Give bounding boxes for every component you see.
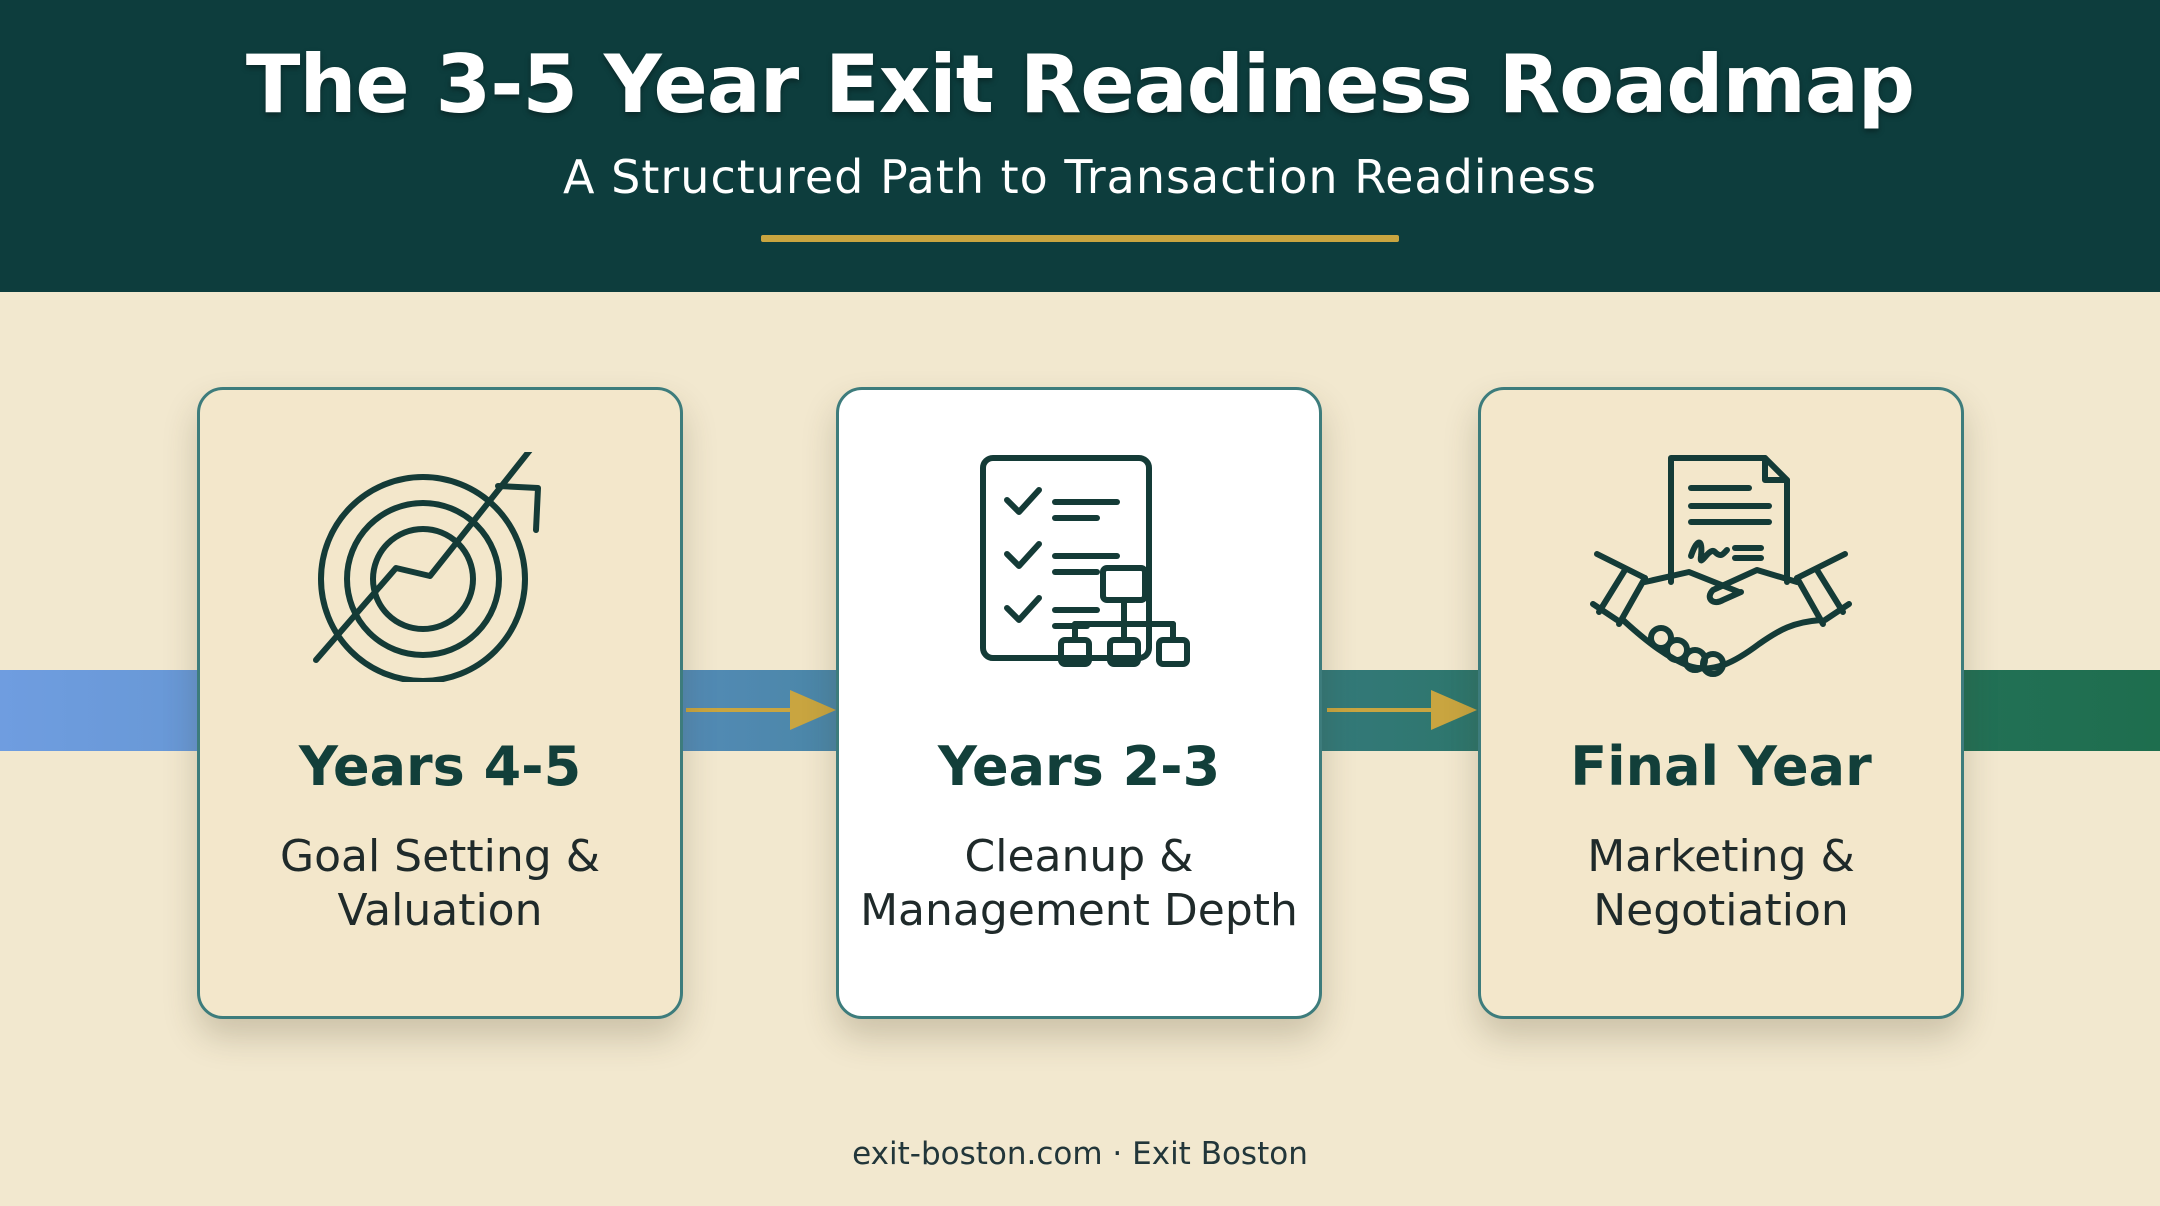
stage-description: Marketing & Negotiation xyxy=(1491,830,1951,938)
handshake-contract-icon xyxy=(1589,452,1853,682)
page-subtitle: A Structured Path to Transaction Readine… xyxy=(563,150,1597,204)
stage-title: Years 2-3 xyxy=(937,735,1221,798)
stage-description-line: Cleanup & xyxy=(964,831,1194,882)
header-divider xyxy=(761,235,1399,242)
stage-description: Cleanup & Management Depth xyxy=(849,830,1309,938)
stage-card-years-4-5: Years 4-5 Goal Setting & Valuation xyxy=(197,387,683,1019)
stage-description-line: Negotiation xyxy=(1593,885,1849,936)
stage-description: Goal Setting & Valuation xyxy=(210,830,670,938)
stage-card-final-year: Final Year Marketing & Negotiation xyxy=(1478,387,1964,1019)
stage-description-line: Goal Setting & xyxy=(279,831,601,882)
header-banner: The 3-5 Year Exit Readiness Roadmap A St… xyxy=(0,0,2160,292)
stage-description-line: Marketing & xyxy=(1587,831,1855,882)
stage-card-years-2-3: Years 2-3 Cleanup & Management Depth xyxy=(836,387,1322,1019)
target-growth-icon xyxy=(308,437,572,684)
stage-title: Years 4-5 xyxy=(298,735,582,798)
arrow-icon xyxy=(686,690,836,730)
arrow-icon xyxy=(1327,690,1477,730)
checklist-org-chart-icon xyxy=(947,452,1211,682)
stage-description-line: Management Depth xyxy=(860,885,1298,936)
footer-credit: exit-boston.com · Exit Boston xyxy=(852,1136,1308,1172)
stage-description-line: Valuation xyxy=(337,885,543,936)
page-title: The 3-5 Year Exit Readiness Roadmap xyxy=(245,38,1915,131)
stage-title: Final Year xyxy=(1570,735,1872,798)
